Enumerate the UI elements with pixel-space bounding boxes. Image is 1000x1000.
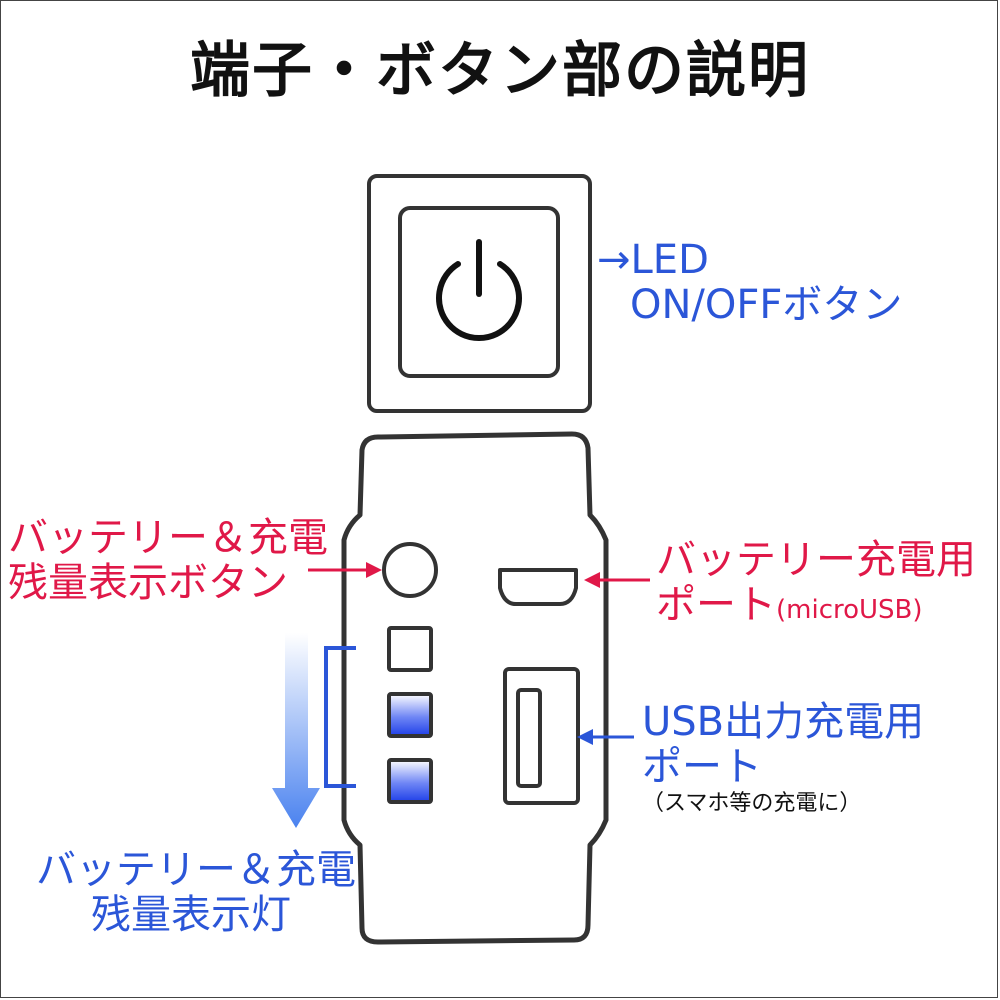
indicator-lamp-3 <box>387 758 433 804</box>
microusb-charge-port[interactable] <box>498 568 578 606</box>
charge-port-label-line1: バッテリー充電用 <box>656 537 976 583</box>
arrow-icon <box>308 562 382 578</box>
charge-port-label: バッテリー充電用 ポート(microUSB) <box>656 538 976 628</box>
indicator-button-label-line2: 残量表示ボタン <box>8 559 288 606</box>
arrow-icon <box>584 572 650 588</box>
down-arrow-icon <box>272 633 320 828</box>
led-button-label: →LED ON/OFFボタン <box>597 238 902 328</box>
usb-output-note: （スマホ等の充電に） <box>642 790 862 816</box>
led-button-label-line1: →LED <box>597 237 709 283</box>
indicator-button-label: バッテリー＆充電 残量表示ボタン <box>8 516 328 606</box>
page-title: 端子・ボタン部の説明 <box>190 36 810 106</box>
usb-output-port[interactable] <box>503 667 580 805</box>
led-power-button[interactable] <box>367 174 592 413</box>
indicator-button[interactable] <box>382 542 438 598</box>
indicator-lamp-label: バッテリー＆充電 残量表示灯 <box>36 847 356 938</box>
usb-output-label-line2: ポート <box>642 743 762 790</box>
led-button-label-line2: ON/OFFボタン <box>630 281 903 328</box>
indicator-lamp-1 <box>387 626 433 672</box>
indicator-lamp-label-line1: バッテリー＆充電 <box>36 847 356 893</box>
power-icon <box>436 239 522 342</box>
indicator-button-label-line1: バッテリー＆充電 <box>8 515 328 561</box>
lamp-bracket <box>324 646 356 788</box>
charge-port-label-paren: (microUSB) <box>776 594 923 625</box>
indicator-lamp-label-line2: 残量表示灯 <box>91 891 291 938</box>
arrow-icon <box>577 729 634 745</box>
charge-port-label-line2: ポート <box>656 581 776 628</box>
usb-output-label-line1: USB出力充電用 <box>642 699 925 745</box>
indicator-lamp-2 <box>387 692 433 738</box>
usb-output-label: USB出力充電用 ポート （スマホ等の充電に） <box>642 700 924 816</box>
